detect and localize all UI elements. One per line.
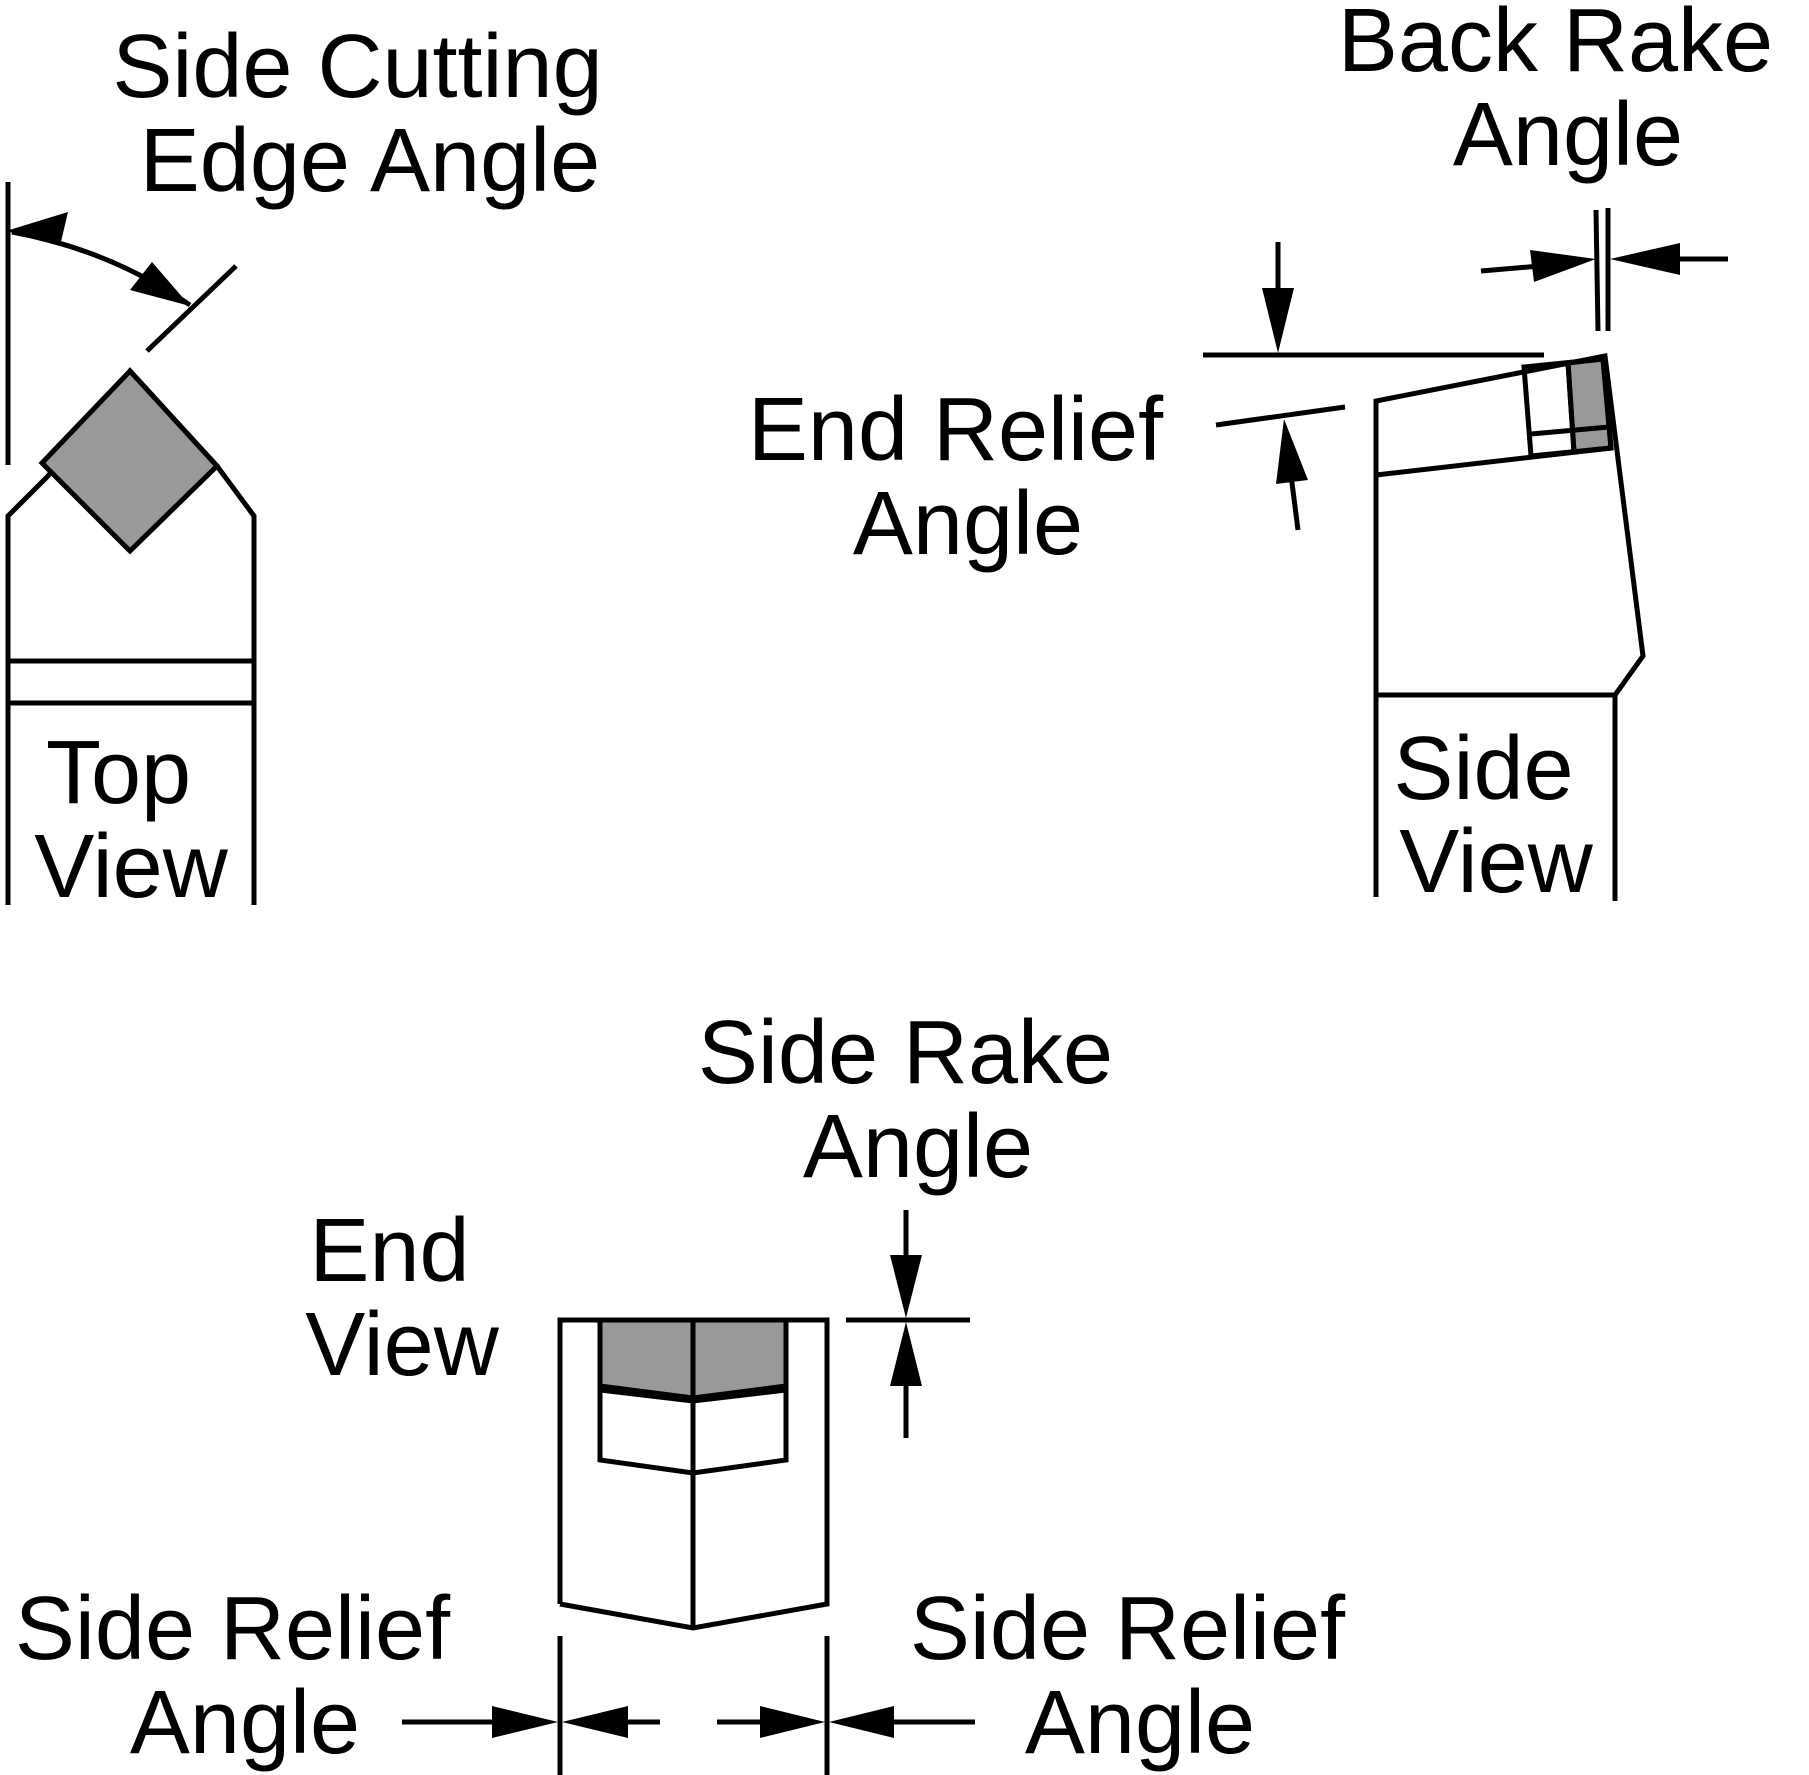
- top-view-insert: [38, 367, 221, 555]
- side-relief-left-line-1: Side Relief: [15, 1579, 451, 1679]
- back-rake-arrowhead-left: [1530, 250, 1596, 282]
- side-relief-right-line-1: Side Relief: [910, 1579, 1346, 1679]
- side-cutting-edge-angle-label: Side Cutting Edge Angle: [112, 17, 627, 211]
- side-view-label: Side View: [1393, 719, 1598, 912]
- back-rake-angle-line-1: Back Rake: [1338, 0, 1773, 91]
- end-relief-arrow-bottom-shaft: [1288, 474, 1301, 531]
- side-view-label-line-1: Side: [1393, 719, 1573, 819]
- side-rake-angle-line-2: Angle: [803, 1097, 1033, 1197]
- end-relief-arrowhead-bottom: [1276, 419, 1308, 484]
- end-view-label-line-2: View: [305, 1295, 499, 1395]
- side-relief-angle-right-label: Side Relief Angle: [910, 1579, 1370, 1773]
- side-view-label-line-2: View: [1399, 812, 1593, 912]
- side-cutting-edge-extension-line: [145, 264, 238, 353]
- side-cutting-edge-arrowhead-right: [130, 262, 190, 306]
- side-relief-left-arrowhead-outer: [492, 1706, 558, 1738]
- side-cutting-edge-angle-line-2: Edge Angle: [140, 111, 600, 211]
- side-view-insert-inner-line: [1530, 424, 1610, 437]
- end-relief-angle-line-1: End Relief: [748, 380, 1164, 480]
- end-relief-angle-label: End Relief Angle: [748, 380, 1188, 574]
- end-view-label-line-1: End: [309, 1201, 469, 1301]
- back-rake-angle-line-2: Angle: [1453, 85, 1683, 185]
- side-relief-right-line-2: Angle: [1025, 1673, 1255, 1773]
- side-view-body-outline: [1373, 353, 1646, 901]
- side-rake-arrowhead-bottom: [890, 1322, 922, 1386]
- side-relief-right-arrowhead-outer: [760, 1706, 825, 1738]
- end-relief-arrowhead-top: [1262, 288, 1294, 353]
- top-view-label-line-2: View: [34, 817, 228, 917]
- top-view-label: Top View: [34, 723, 228, 917]
- side-cutting-edge-arrowhead-left: [6, 212, 68, 246]
- end-relief-inclined-line: [1215, 404, 1346, 428]
- side-relief-left-line-2: Angle: [130, 1673, 360, 1773]
- end-view-label: End View: [305, 1201, 499, 1395]
- side-view-insert-outline: [1521, 356, 1614, 459]
- side-view-insert-divider: [1565, 362, 1577, 453]
- side-view: Back Rake Angle End Relief Angle Side Vi…: [748, 0, 1798, 912]
- side-relief-left-arrowhead-inner: [562, 1706, 628, 1738]
- side-rake-angle-label: Side Rake Angle: [698, 1003, 1138, 1197]
- side-relief-right-arrowhead-inner: [829, 1706, 894, 1738]
- end-relief-angle-line-2: Angle: [853, 474, 1083, 574]
- side-rake-angle-line-1: Side Rake: [698, 1003, 1113, 1103]
- side-cutting-edge-angle-line-1: Side Cutting: [112, 17, 602, 117]
- end-view: Side Rake Angle End View Side Relief Ang…: [15, 1003, 1370, 1775]
- back-rake-arrow-left-shaft: [1480, 263, 1541, 274]
- end-view-body-outline: [557, 1317, 830, 1631]
- back-rake-extension-line-1: [1593, 209, 1601, 332]
- side-relief-angle-left-label: Side Relief Angle: [15, 1579, 475, 1773]
- top-view: Side Cutting Edge Angle Top View: [5, 17, 627, 917]
- top-view-label-line-1: Top: [46, 723, 191, 823]
- side-rake-arrowhead-top: [890, 1255, 922, 1318]
- back-rake-arrowhead-right: [1610, 243, 1680, 275]
- back-rake-angle-label: Back Rake Angle: [1338, 0, 1798, 185]
